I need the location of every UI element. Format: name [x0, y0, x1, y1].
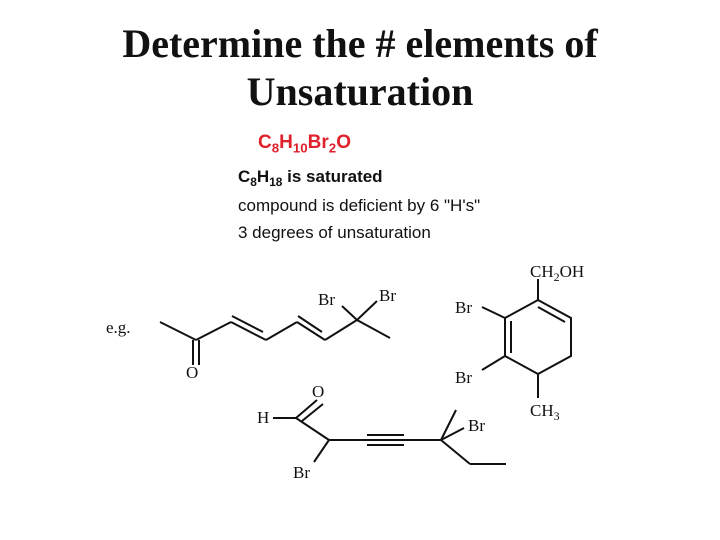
alpha-br-label: Br: [293, 463, 310, 482]
formula-o: O: [336, 132, 351, 153]
degrees-note: 3 degrees of unsaturation: [238, 223, 431, 242]
bond-c3-c4: [230, 321, 267, 341]
br-label-2: Br: [379, 286, 396, 305]
saturated-formula: C8H18 is saturated: [238, 167, 383, 190]
bond-ring-br-bottom: [481, 355, 506, 371]
sat-h-count: 18: [269, 175, 283, 190]
bond-cq-methyl: [356, 319, 391, 339]
ch2oh-label: CH2OH: [530, 262, 584, 284]
sat-c-count: 8: [250, 175, 257, 190]
molecular-formula: C8H10Br2O: [258, 132, 351, 156]
aldehyde-h-label: H: [257, 408, 269, 427]
br-label-1: Br: [318, 290, 335, 309]
bond-c4-c5: [265, 321, 298, 341]
aldehyde-o-label: O: [312, 382, 324, 401]
formula-h-count: 10: [292, 140, 308, 156]
bond-calpha-br: [313, 439, 330, 463]
formula-c-count: 8: [271, 140, 280, 156]
slide-title: Determine the # elements of Unsaturation: [0, 20, 720, 116]
sat-text: is saturated: [282, 167, 383, 186]
title-line-1: Determine the # elements of: [122, 21, 598, 66]
ch3-label: CH3: [530, 401, 560, 423]
bond-c3-c4-double: [231, 315, 264, 333]
formula-h: H: [279, 132, 293, 153]
ring-double-2: [537, 306, 566, 323]
formula-c: C: [258, 132, 272, 153]
ring-br-top-label: Br: [455, 298, 472, 317]
bond-co-double: [301, 403, 324, 422]
bond-ring-br-top: [481, 306, 506, 319]
bond-cho-calpha: [295, 417, 330, 441]
example-label: e.g.: [106, 318, 131, 337]
bond-c5-c6-double: [297, 315, 323, 333]
bond-cq-br1: [341, 305, 358, 321]
bond-cq-methyl: [440, 409, 457, 441]
bond-cq-br: [440, 427, 465, 441]
ketone-o-label: O: [186, 363, 198, 382]
dienone-structure: O Br Br: [159, 286, 396, 382]
ring-bonds: [504, 299, 572, 376]
bond-cq-br2: [356, 300, 378, 321]
ring-br-bottom-label: Br: [455, 368, 472, 387]
title-line-2: Unsaturation: [246, 69, 474, 114]
alkyne-aldehyde-structure: O H Br Br: [257, 382, 506, 482]
formula-br: Br: [307, 132, 329, 153]
sat-c: C: [238, 167, 251, 186]
formula-br-count: 2: [328, 140, 337, 156]
bond-c6-cq: [324, 319, 358, 341]
bond-c5-c6: [296, 321, 326, 341]
bond-cq-ethyl: [440, 439, 471, 465]
deficiency-note: compound is deficient by 6 "H's": [238, 196, 481, 215]
sat-h: H: [256, 167, 270, 186]
alkyne-br-label: Br: [468, 416, 485, 435]
bond-carbonyl-c3: [195, 321, 232, 341]
bond-methyl-carbonyl: [159, 321, 197, 341]
bond-co-single: [295, 399, 318, 419]
cyclohexene-structure: CH2OH Br Br CH3: [455, 262, 584, 423]
